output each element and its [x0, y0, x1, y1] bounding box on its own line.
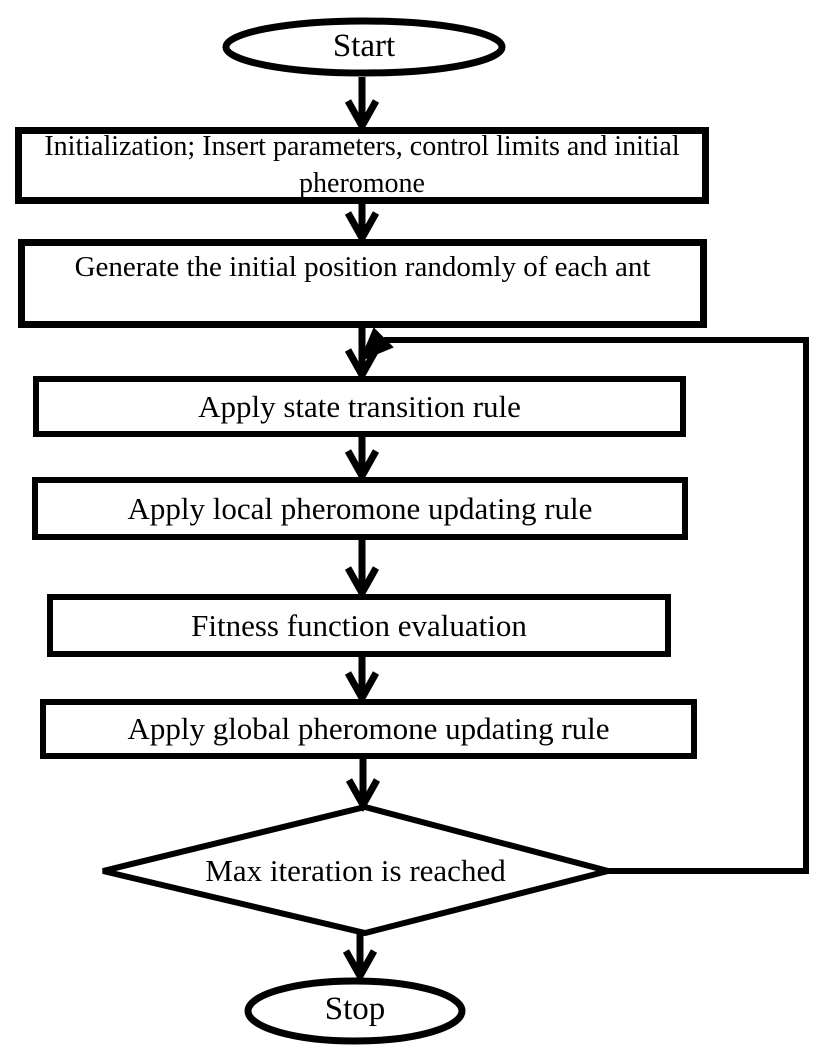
start-terminator-shape — [222, 17, 506, 77]
process-state-transition-label: Apply state transition rule — [198, 388, 521, 424]
process-local-pheromone-update-label: Apply local pheromone updating rule — [127, 490, 593, 526]
arrow-global-update-to-decision — [345, 759, 381, 813]
process-initialization: Initialization; Insert parameters, contr… — [15, 127, 709, 204]
arrow-initialization-to-generate — [344, 204, 380, 246]
arrow-state-transition-to-local-update — [344, 437, 380, 484]
process-state-transition: Apply state transition rule — [33, 376, 686, 437]
arrow-fitness-to-global-update — [344, 657, 380, 706]
process-fitness-evaluation-label: Fitness function evaluation — [191, 607, 527, 643]
process-global-pheromone-update-label: Apply global pheromone updating rule — [127, 711, 610, 746]
process-generate-initial-position-label: Generate the initial position randomly o… — [74, 251, 651, 283]
process-generate-initial-position: Generate the initial position randomly o… — [18, 239, 707, 328]
start-node-label: Start — [332, 28, 396, 65]
arrow-start-to-initialization — [344, 77, 380, 134]
stop-terminator-shape — [244, 977, 466, 1045]
decision-max-iteration-label: Max iteration is reached — [205, 852, 506, 888]
loop-back-arrowhead — [359, 327, 394, 362]
process-initialization-label: Initialization; Insert parameters, contr… — [44, 131, 680, 199]
stop-node-label: Stop — [324, 991, 386, 1028]
process-global-pheromone-update: Apply global pheromone updating rule — [40, 699, 697, 759]
process-fitness-evaluation: Fitness function evaluation — [47, 594, 671, 657]
arrow-generate-to-state-transition — [344, 328, 380, 383]
decision-diamond-shape — [102, 803, 620, 937]
process-local-pheromone-update: Apply local pheromone updating rule — [32, 477, 688, 540]
arrow-local-update-to-fitness — [344, 540, 380, 601]
arrow-decision-to-stop — [342, 933, 378, 984]
loop-back-connector — [359, 327, 809, 874]
